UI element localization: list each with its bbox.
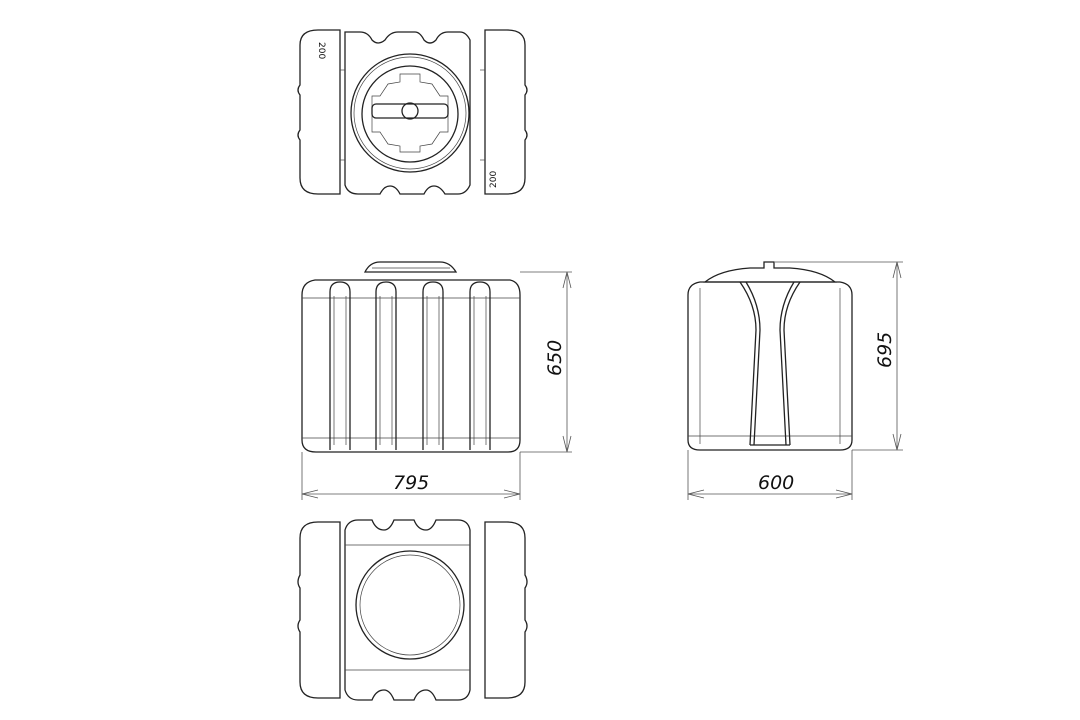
bottom-view — [297, 519, 528, 701]
tank-rib — [469, 281, 491, 450]
top-view-label-left: 200 — [316, 42, 326, 59]
front-width-dimension: 795 — [393, 472, 429, 494]
top-view: 200 200 — [297, 29, 528, 195]
front-view: 650 795 — [301, 261, 572, 500]
side-width-dimension: 600 — [758, 472, 794, 494]
side-view: 695 600 — [687, 261, 903, 500]
side-height-dimension: 695 — [874, 332, 896, 368]
tank-rib — [422, 281, 444, 450]
tank-rib — [329, 281, 351, 450]
tank-rib-detail — [473, 296, 487, 445]
top-view-label-right: 200 — [489, 171, 499, 188]
front-height-dimension: 650 — [544, 340, 566, 376]
tank-rib-detail — [379, 296, 393, 445]
tank-rib-detail — [426, 296, 440, 445]
tank-rib — [375, 281, 397, 450]
tank-rib-detail — [333, 296, 347, 445]
